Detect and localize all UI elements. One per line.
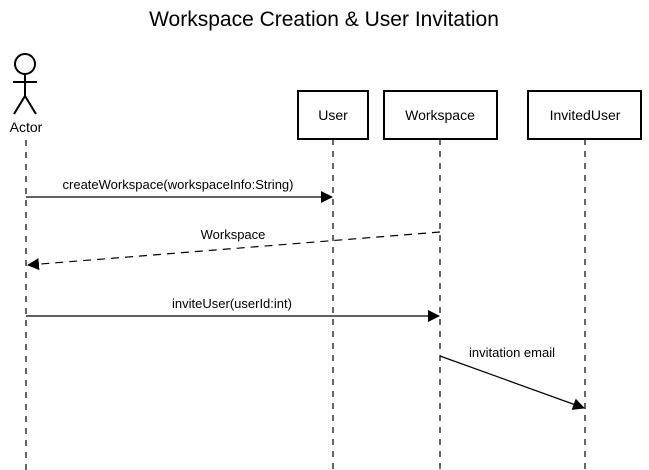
participant-invited-user-label: InvitedUser bbox=[550, 107, 621, 123]
participant-workspace-label: Workspace bbox=[405, 107, 475, 123]
message-return-workspace-label: Workspace bbox=[201, 227, 266, 242]
participant-workspace: Workspace bbox=[383, 90, 498, 140]
message-create-workspace: createWorkspace(workspaceInfo:String) bbox=[26, 177, 333, 203]
participant-user-label: User bbox=[318, 107, 348, 123]
message-invite-user: inviteUser(userId:int) bbox=[26, 296, 440, 322]
message-create-workspace-label: createWorkspace(workspaceInfo:String) bbox=[63, 177, 294, 192]
participant-user: User bbox=[297, 90, 369, 140]
actor-icon bbox=[13, 53, 37, 115]
message-invitation-email-label: invitation email bbox=[469, 345, 555, 360]
diagram-title: Workspace Creation & User Invitation bbox=[149, 8, 499, 31]
message-invite-user-label: inviteUser(userId:int) bbox=[172, 296, 292, 311]
participant-invited-user: InvitedUser bbox=[527, 90, 642, 140]
message-invitation-email: invitation email bbox=[439, 345, 585, 410]
actor-label: Actor bbox=[10, 119, 43, 135]
message-return-workspace: Workspace bbox=[27, 227, 441, 271]
